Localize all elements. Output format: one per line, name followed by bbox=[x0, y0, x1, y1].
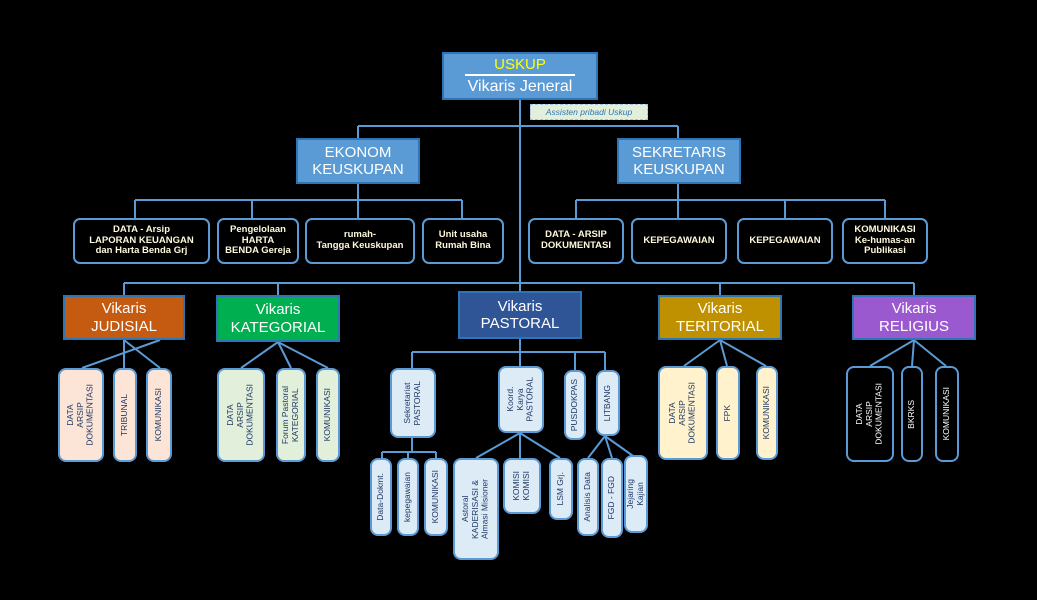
religius-data-arsip: DATA ARSIP DOKUMENTASI bbox=[846, 366, 894, 462]
judisial-komunikasi: KOMUNIKASI bbox=[146, 368, 172, 462]
vikaris-kategorial: Vikaris KATEGORIAL bbox=[216, 295, 340, 342]
vikaris-judisial: Vikaris JUDISIAL bbox=[63, 295, 185, 340]
sekretaris-unit-data-arsip: DATA - ARSIP DOKUMENTASI bbox=[528, 218, 624, 264]
teritorial-komunikasi: KOMUNIKASI bbox=[756, 366, 778, 460]
vikaris-teritorial: Vikaris TERITORIAL bbox=[658, 295, 782, 340]
vikaris-pastoral: Vikaris PASTORAL bbox=[458, 291, 582, 339]
ekonom-unit-harta-benda: Pengelolaan HARTA BENDA Gereja bbox=[217, 218, 299, 264]
religius-bkrks: BKRKS bbox=[901, 366, 923, 462]
religius-komunikasi: KOMUNIKASI bbox=[935, 366, 959, 462]
sekretariat-data-dokmt: Data-Dokmt. bbox=[370, 458, 392, 536]
sekretaris-box: SEKRETARIS KEUSKUPAN bbox=[617, 138, 741, 184]
judisial-tribunal: TRIBUNAL bbox=[113, 368, 137, 462]
pastoral-koord-karya: Koord. Karya PASTORAL bbox=[498, 366, 544, 433]
judisial-data-arsip: DATA ARSIP DOKUMENTASI bbox=[58, 368, 104, 462]
koord-kaderisasi: Astoral KADERISASI & Almasi Misioner bbox=[453, 458, 499, 560]
teritorial-fpk: FPK bbox=[716, 366, 740, 460]
kategorial-forum-pastoral: Forum Pastoral KATEGORIAL bbox=[276, 368, 306, 462]
pastoral-pusdokpas: PUSDOKPAS bbox=[564, 370, 586, 440]
title-underline bbox=[465, 73, 575, 76]
litbang-analisis-data: Analisis Data bbox=[577, 458, 599, 536]
sekretariat-komunikasi: KOMUNIKASI bbox=[424, 458, 448, 536]
ekonom-unit-rumah-tangga: rumah- Tangga Keuskupan bbox=[305, 218, 415, 264]
ekonom-unit-usaha: Unit usaha Rumah Bina bbox=[422, 218, 504, 264]
litbang-jejaring-kajian: Jejaring Kajian bbox=[624, 455, 648, 533]
sekretariat-kepegawaian: kepegawaian bbox=[397, 458, 419, 536]
ekonom-box: EKONOM KEUSKUPAN bbox=[296, 138, 420, 184]
uskup-box: USKUP Vikaris Jeneral bbox=[442, 52, 598, 100]
sekretaris-unit-kepegawaian-2: KEPEGAWAIAN bbox=[737, 218, 833, 264]
pastoral-litbang: LITBANG bbox=[596, 370, 620, 436]
sekretaris-unit-komunikasi: KOMUNIKASI Ke-humas-an Publikasi bbox=[842, 218, 928, 264]
uskup-title: USKUP bbox=[494, 55, 546, 73]
teritorial-data-arsip: DATA ARSIP DOKUMENTASI bbox=[658, 366, 708, 460]
assistant-label: Assisten pribadi Uskup bbox=[530, 104, 648, 120]
sekretaris-unit-kepegawaian-1: KEPEGAWAIAN bbox=[631, 218, 727, 264]
pastoral-sekretariat: Sekretariat PASTORAL bbox=[390, 368, 436, 438]
ekonom-unit-data-arsip: DATA - Arsip LAPORAN KEUANGAN dan Harta … bbox=[73, 218, 210, 264]
vikaris-jeneral-label: Vikaris Jeneral bbox=[467, 77, 573, 95]
litbang-fgd: FGD - FGD bbox=[601, 458, 623, 538]
kategorial-data-arsip: DATA ARSIP DOKUMENTASI bbox=[217, 368, 265, 462]
koord-lsm: LSM Grj. bbox=[549, 458, 573, 520]
koord-komisi: KOMISI KOMISI bbox=[503, 458, 541, 514]
kategorial-komunikasi: KOMUNIKASI bbox=[316, 368, 340, 462]
vikaris-religius: Vikaris RELIGIUS bbox=[852, 295, 976, 340]
